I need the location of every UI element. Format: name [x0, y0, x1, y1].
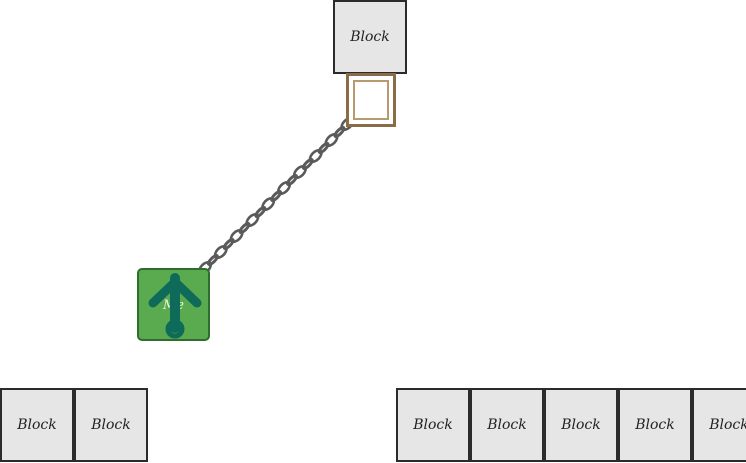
ground-block: Block	[618, 388, 692, 462]
ground-block: Block	[0, 388, 74, 462]
ground-block: Block	[396, 388, 470, 462]
chain-link	[301, 158, 314, 170]
chain-link	[254, 206, 267, 218]
ground-block: Block	[470, 388, 544, 462]
chain-link	[238, 222, 251, 234]
chain-link	[308, 148, 323, 164]
chain-link	[206, 254, 219, 266]
ground-block: Block	[692, 388, 746, 462]
anchor-icon	[148, 273, 202, 339]
chain-link	[261, 196, 276, 212]
chain-link	[245, 212, 260, 228]
chain-link	[277, 180, 291, 196]
chain-link	[286, 174, 298, 186]
player-character[interactable]: Me	[137, 268, 210, 341]
chain-link	[324, 132, 339, 148]
chain-link	[229, 228, 244, 244]
ground-block: Block	[74, 388, 148, 462]
chain-link	[292, 164, 307, 180]
chain-link	[222, 238, 235, 250]
hook-bracket-icon	[346, 73, 396, 127]
anchor-block: Block	[333, 0, 407, 74]
ground-block: Block	[544, 388, 618, 462]
chain-link	[333, 126, 346, 138]
chain-link	[317, 142, 330, 154]
chain-link	[270, 190, 283, 202]
chain-link	[213, 244, 228, 260]
